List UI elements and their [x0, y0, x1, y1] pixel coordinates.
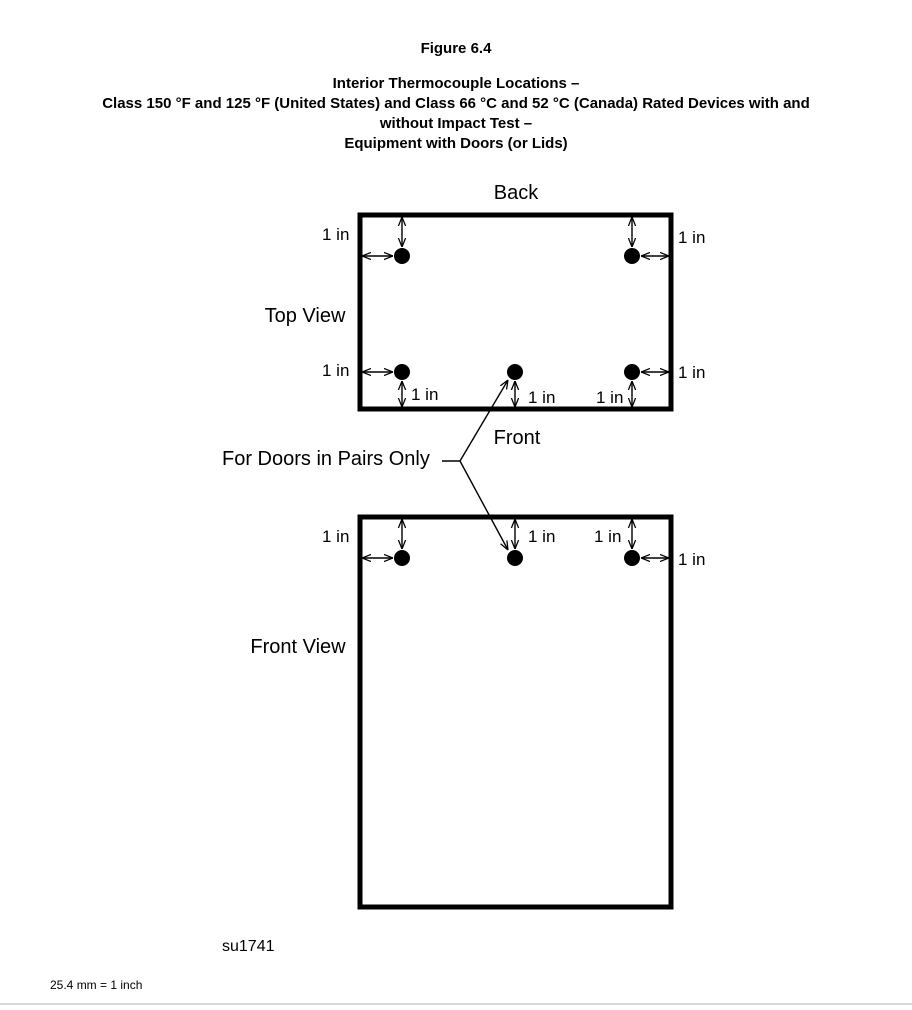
dim-label-front-right-side: 1 in	[678, 550, 705, 569]
figure-title-line-3: without Impact Test –	[379, 115, 533, 132]
dim-label-top-front-right-side: 1 in	[678, 363, 705, 382]
top-view-front-label: Front	[494, 427, 541, 449]
drawing-id: su1741	[222, 938, 275, 955]
top-view-back-label: Back	[494, 182, 539, 204]
figure-title-line-4: Equipment with Doors (or Lids)	[344, 135, 568, 152]
thermocouple-point-top-back-right	[624, 248, 640, 264]
top-view-outline	[357, 212, 674, 412]
unit-conversion-footnote: 25.4 mm = 1 inch	[50, 978, 143, 992]
dim-label-top-back-left: 1 in	[322, 225, 349, 244]
dim-label-front-center: 1 in	[528, 527, 555, 546]
front-view-outline	[357, 514, 674, 910]
dim-label-front-left: 1 in	[322, 527, 349, 546]
callout-label: For Doors in Pairs Only	[222, 448, 430, 470]
callout-arrow-to-top-view	[459, 380, 508, 462]
dim-label-top-back-right: 1 in	[678, 228, 705, 247]
page-bottom-divider	[0, 1003, 912, 1005]
dim-label-top-front-center: 1 in	[528, 388, 555, 407]
thermocouple-point-front-left	[394, 550, 410, 566]
front-view-label: Front View	[250, 636, 346, 658]
dim-label-top-front-left-vertical: 1 in	[411, 385, 438, 404]
dim-label-front-right-vertical: 1 in	[594, 527, 621, 546]
thermocouple-point-front-center	[507, 550, 523, 566]
thermocouple-point-top-front-center	[507, 364, 523, 380]
dim-label-top-front-right-vertical: 1 in	[596, 388, 623, 407]
thermocouple-point-top-front-left	[394, 364, 410, 380]
dim-label-top-front-left-side: 1 in	[322, 361, 349, 380]
thermocouple-point-top-front-right	[624, 364, 640, 380]
figure-title-line-2: Class 150 °F and 125 °F (United States) …	[102, 95, 810, 112]
thermocouple-point-top-back-left	[394, 248, 410, 264]
figure-title-line-1: Interior Thermocouple Locations –	[332, 75, 580, 92]
figure-number: Figure 6.4	[420, 40, 492, 57]
thermocouple-point-front-right	[624, 550, 640, 566]
callout-arrow-to-front-view	[459, 460, 508, 550]
figure-title: Interior Thermocouple Locations – Class …	[0, 74, 912, 154]
top-view-label: Top View	[265, 305, 346, 327]
